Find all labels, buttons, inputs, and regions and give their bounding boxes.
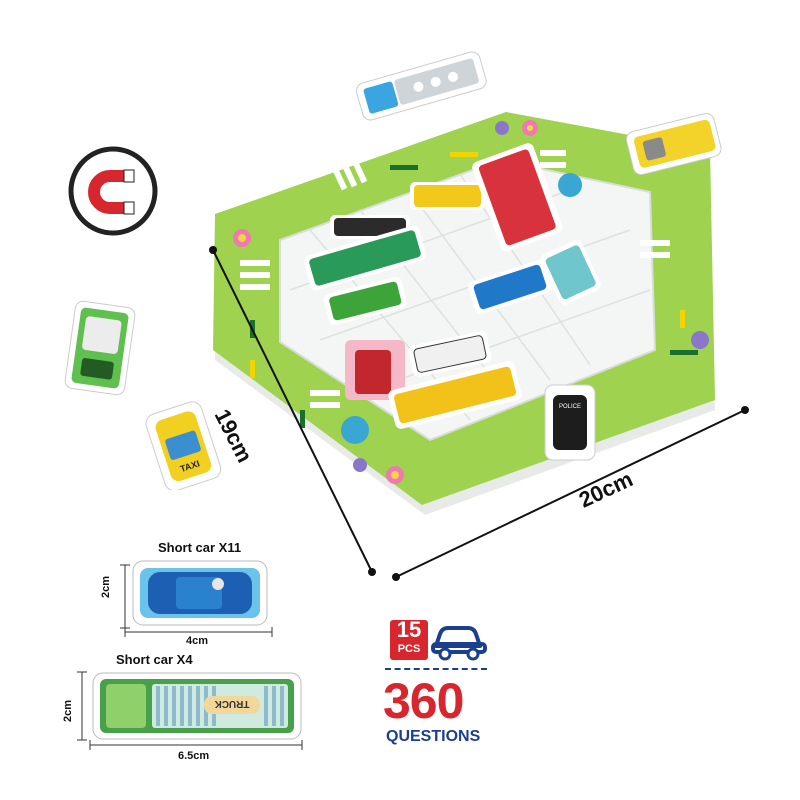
questions-number: 360 — [383, 673, 464, 729]
short-car-1-image — [132, 560, 268, 626]
short-car-2-width-label: 6.5cm — [178, 750, 210, 762]
short-car-2-image: TRUCK — [92, 672, 302, 740]
police-car-text: POLICE — [559, 404, 581, 410]
short-car-1-width-label: 4cm — [186, 635, 209, 647]
short-car-2-title: Short car X4 — [116, 652, 193, 667]
short-car-1-title: Short car X11 — [158, 540, 242, 555]
car-outline-icon — [430, 618, 488, 662]
puzzle-board: POLICE — [210, 110, 730, 520]
questions-label: QUESTIONS — [386, 728, 481, 745]
truck-text: TRUCK — [214, 698, 250, 709]
loose-car-taxi: TAXI — [136, 400, 232, 490]
loose-car-yellow — [624, 110, 724, 180]
short-car-1-height-label: 2cm — [100, 575, 112, 598]
loose-car-blue-truck — [352, 45, 490, 125]
loose-car-green-ambulance — [60, 298, 140, 398]
badge-divider — [385, 668, 487, 670]
pcs-badge — [390, 620, 428, 660]
pcs-unit: PCS — [397, 643, 421, 655]
short-car-2-height-label: 2cm — [62, 699, 74, 722]
pcs-count: 15 — [396, 617, 422, 642]
magnet-icon — [68, 146, 158, 236]
